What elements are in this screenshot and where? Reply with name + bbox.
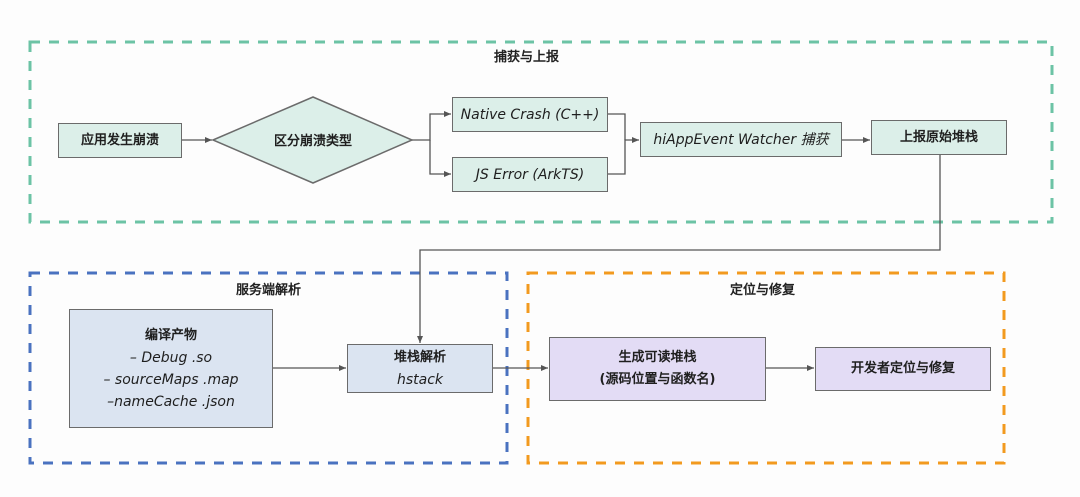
- node-report-raw-stack[interactable]: 上报原始堆栈: [871, 120, 1007, 155]
- group-title-server: 服务端解析: [236, 283, 302, 298]
- node-app-crash[interactable]: 应用发生崩溃: [58, 123, 182, 158]
- node-native-crash-label: Native Crash (C++): [460, 106, 600, 123]
- node-hiappevent-watcher-label: hiAppEvent Watcher 捕获: [653, 131, 829, 148]
- node-native-crash[interactable]: Native Crash (C++): [452, 97, 608, 132]
- node-build-artifacts[interactable]: 编译产物 – Debug .so – sourceMaps .map –name…: [69, 309, 273, 428]
- node-js-error-label: JS Error (ArkTS): [475, 166, 585, 183]
- node-developer-fix-label: 开发者定位与修复: [850, 361, 955, 376]
- artifact-debug-so: – Debug .so: [129, 349, 213, 366]
- node-hiappevent-watcher[interactable]: hiAppEvent Watcher 捕获: [640, 122, 842, 157]
- artifact-sourcemaps: – sourceMaps .map: [103, 371, 239, 388]
- node-readable-stack[interactable]: 生成可读堆栈 (源码位置与函数名): [549, 337, 766, 401]
- classify-decision-label: 区分崩溃类型: [273, 134, 352, 149]
- edge-js-to-watcher: [608, 137, 639, 175]
- group-title-capture: 捕获与上报: [494, 50, 560, 65]
- node-app-crash-label: 应用发生崩溃: [80, 132, 159, 148]
- node-readable-stack-title: 生成可读堆栈: [618, 350, 697, 365]
- node-readable-stack-subtitle: (源码位置与函数名): [599, 372, 716, 387]
- node-stack-parse-title: 堆栈解析: [393, 349, 446, 365]
- edge-native-to-watcher: [608, 113, 626, 140]
- node-build-artifacts-title: 编译产物: [144, 327, 197, 343]
- node-js-error[interactable]: JS Error (ArkTS): [452, 157, 608, 192]
- node-report-raw-stack-label: 上报原始堆栈: [899, 129, 978, 145]
- edge-classify-to-js: [429, 140, 451, 177]
- artifact-namecache: –nameCache .json: [107, 393, 235, 410]
- node-developer-fix[interactable]: 开发者定位与修复: [815, 347, 991, 391]
- node-stack-parse-tool: hstack: [396, 371, 444, 388]
- node-stack-parse[interactable]: 堆栈解析 hstack: [347, 344, 493, 393]
- group-title-fix: 定位与修复: [730, 283, 796, 298]
- edge-classify-to-native: [412, 111, 451, 141]
